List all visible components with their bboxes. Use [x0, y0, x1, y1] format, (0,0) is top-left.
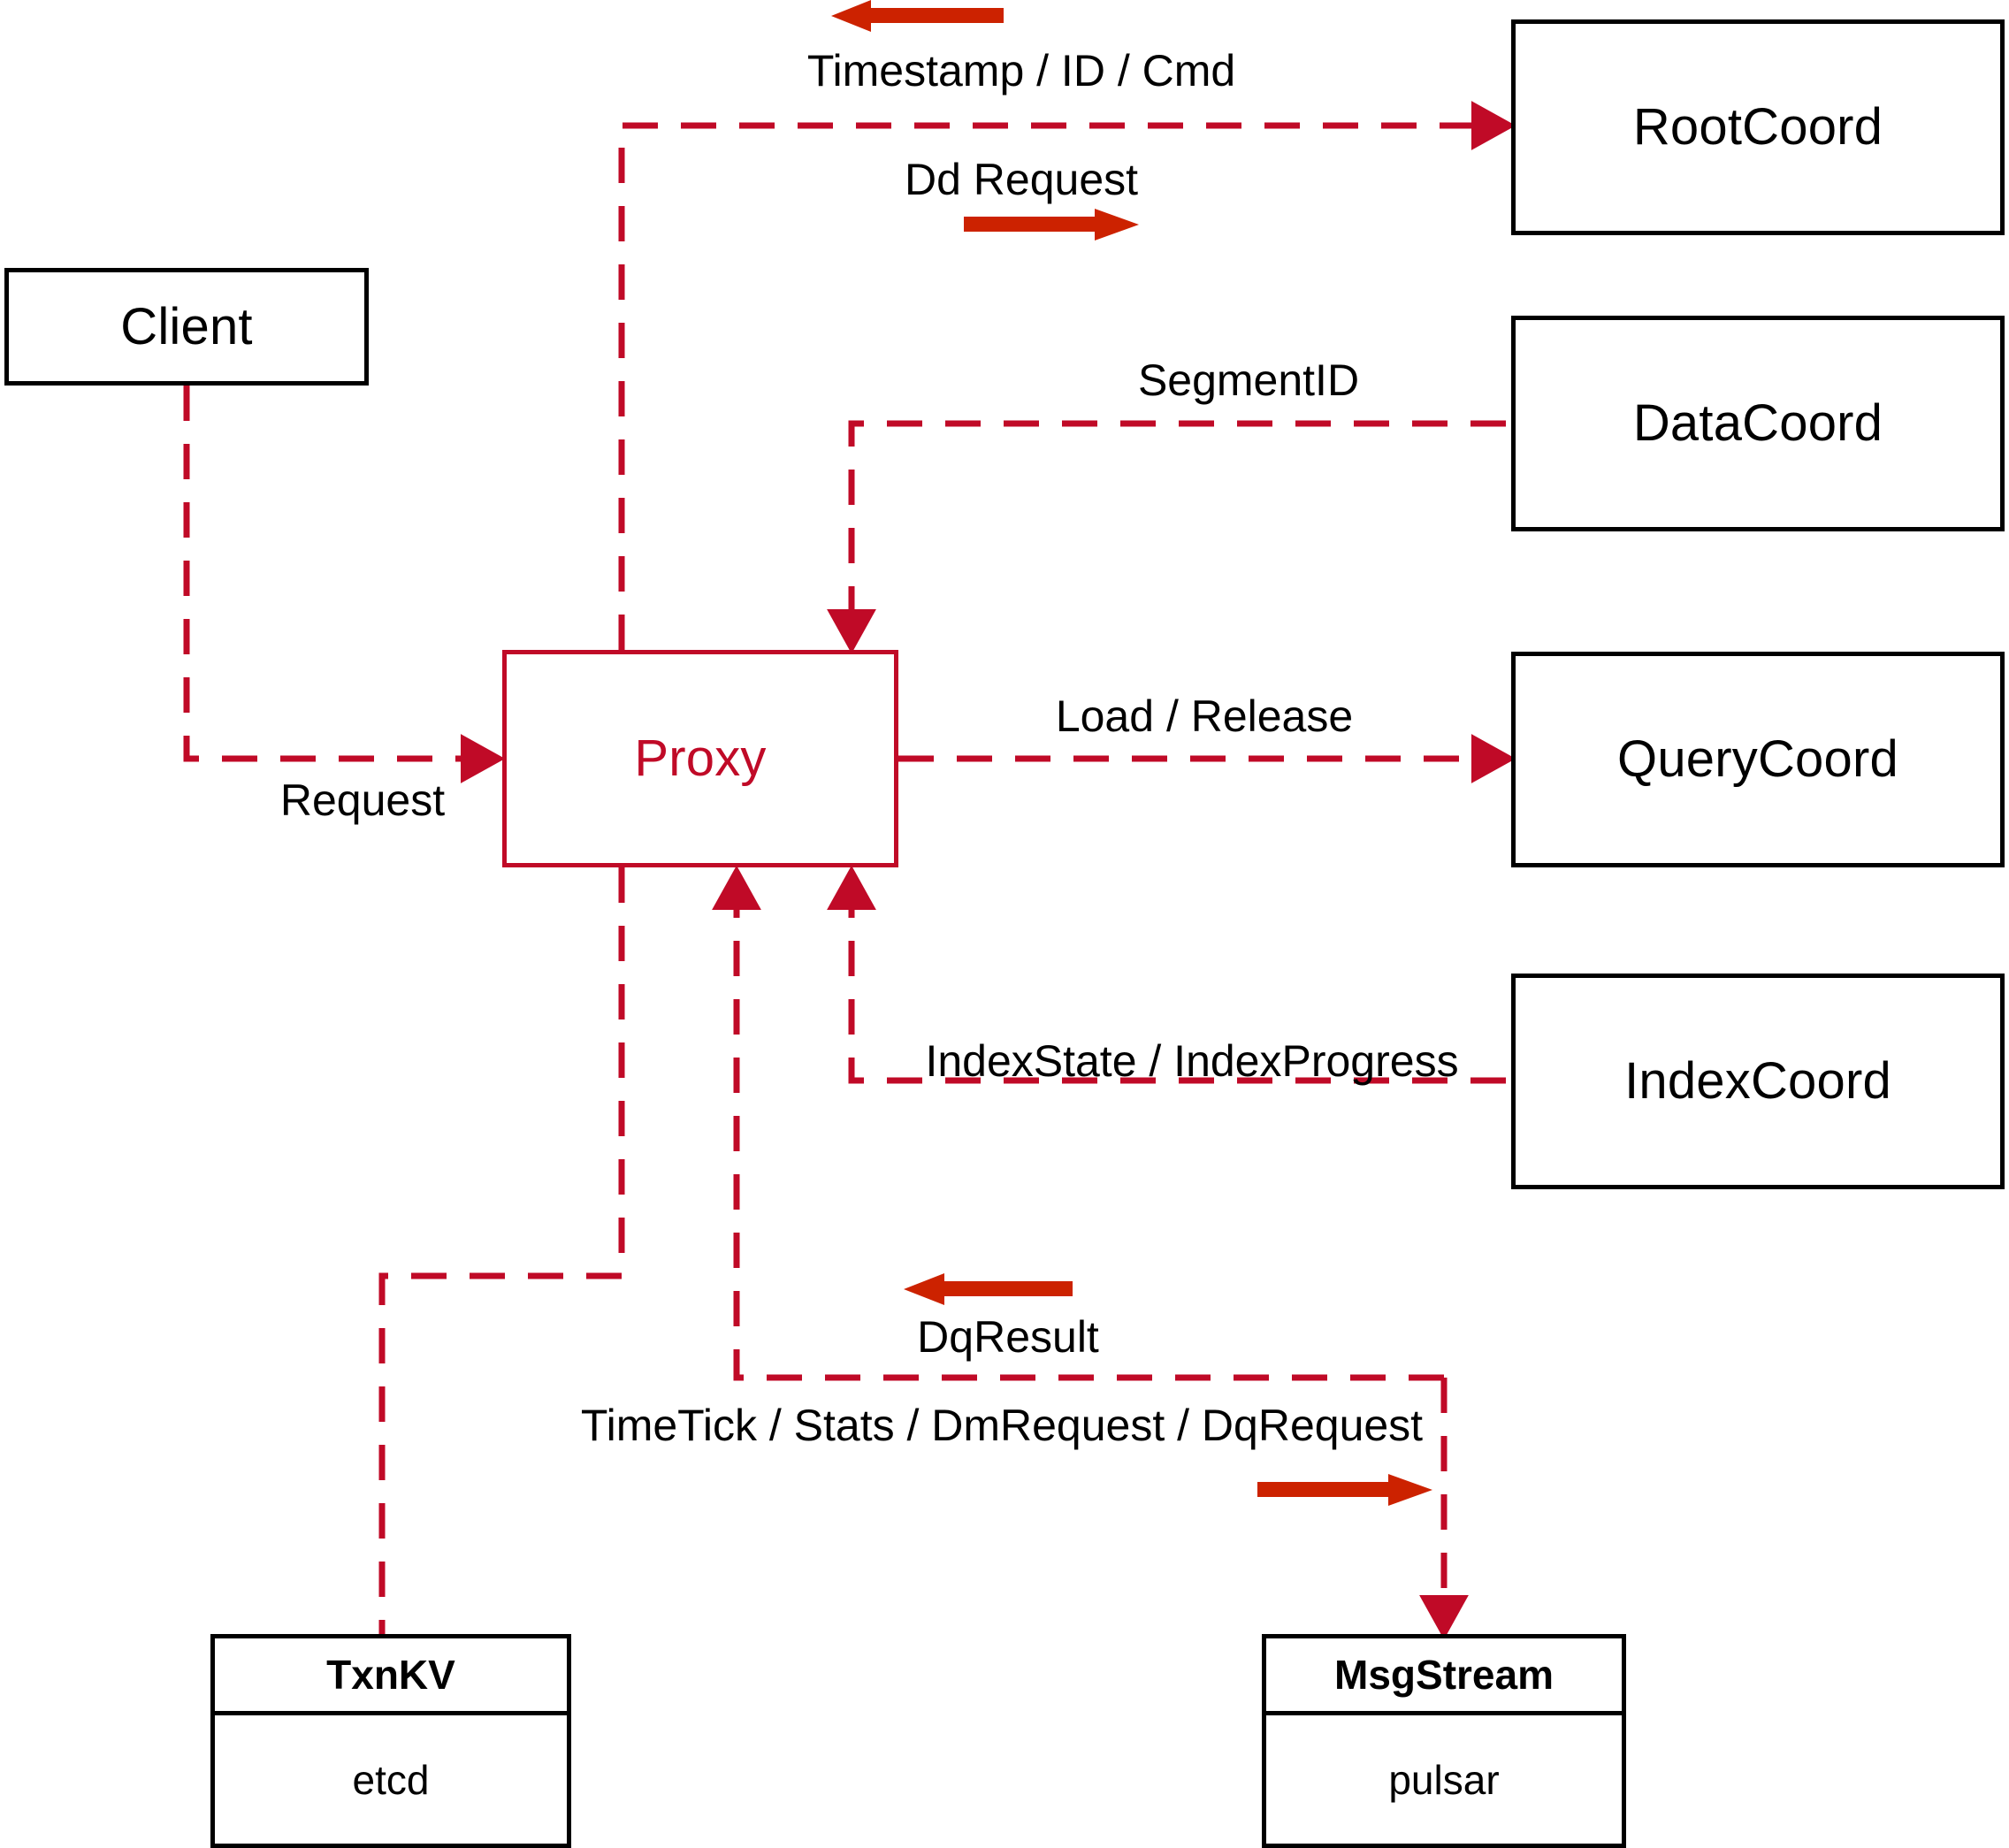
edge-datacoord-to-proxy: [827, 420, 1506, 654]
node-rootcoord-label: RootCoord: [1632, 98, 1883, 156]
node-msgstream-header: MsgStream: [1266, 1638, 1622, 1715]
edge-msgstream-to-proxy: [712, 865, 1444, 1381]
node-querycoord[interactable]: QueryCoord: [1511, 652, 2005, 867]
node-proxy[interactable]: Proxy: [502, 650, 898, 867]
node-msgstream-body: pulsar: [1388, 1756, 1500, 1803]
edge-client-to-proxy: [183, 386, 506, 783]
node-txnkv-header: TxnKV: [215, 1638, 567, 1715]
node-txnkv-body: etcd: [352, 1756, 430, 1803]
node-client[interactable]: Client: [4, 268, 369, 386]
node-rootcoord[interactable]: RootCoord: [1511, 19, 2005, 235]
node-indexcoord-label: IndexCoord: [1624, 1052, 1891, 1110]
node-client-label: Client: [120, 297, 253, 355]
dd-request-direction-arrow: [964, 209, 1139, 241]
edge-label-index-state-progress: IndexState / IndexProgress: [925, 1036, 1459, 1086]
node-querycoord-label: QueryCoord: [1617, 730, 1898, 788]
edge-label-segment-id: SegmentID: [1137, 355, 1360, 405]
edge-label-load-release: Load / Release: [1055, 691, 1354, 741]
edge-indexcoord-to-proxy: [827, 865, 1506, 1084]
node-msgstream[interactable]: MsgStream pulsar: [1262, 1634, 1626, 1848]
node-proxy-label: Proxy: [634, 729, 767, 787]
direction-arrow-group: [831, 0, 1432, 1506]
timestamp-id-cmd-direction-arrow: [831, 0, 1004, 32]
dq-result-direction-arrow: [904, 1273, 1073, 1305]
edge-label-dd-request: Dd Request: [904, 155, 1139, 204]
node-datacoord-label: DataCoord: [1632, 394, 1883, 452]
edge-label-timestamp-id-cmd: Timestamp / ID / Cmd: [806, 46, 1236, 95]
edge-proxy-to-txnkv: [378, 867, 625, 1634]
edge-label-timetick-stats-dm-dq: TimeTick / Stats / DmRequest / DqRequest: [580, 1401, 1424, 1450]
timetick-stats-direction-arrow: [1257, 1474, 1432, 1506]
edge-proxy-rootcoord: [618, 101, 1516, 650]
node-txnkv[interactable]: TxnKV etcd: [210, 1634, 571, 1848]
node-datacoord[interactable]: DataCoord: [1511, 316, 2005, 531]
edge-label-dq-result: DqResult: [917, 1312, 1099, 1362]
edge-label-request: Request: [279, 775, 446, 825]
node-indexcoord[interactable]: IndexCoord: [1511, 974, 2005, 1189]
